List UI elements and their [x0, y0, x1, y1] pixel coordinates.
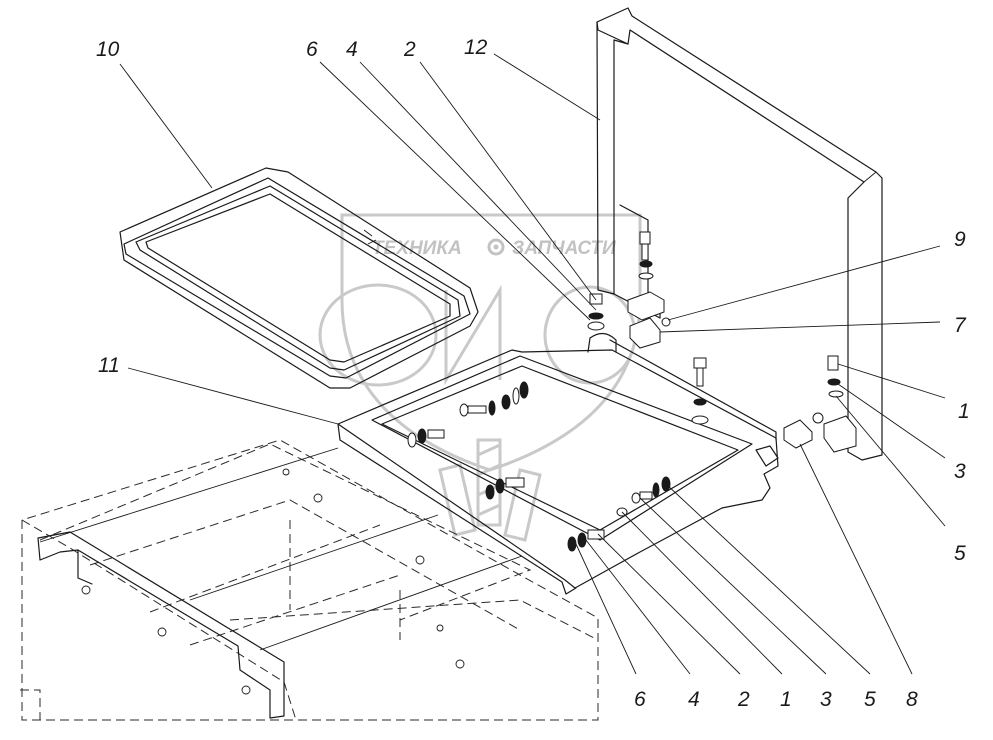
- leader-lines: [39, 53, 946, 675]
- callout-right-9: 9: [954, 228, 966, 251]
- callout-bottom-6: 6: [634, 688, 646, 711]
- callout-top-2: 2: [403, 38, 416, 61]
- gear-icon: [487, 238, 505, 256]
- watermark-right-text: ЗАПЧАСТИ: [512, 238, 616, 259]
- callout-top-12: 12: [464, 36, 488, 59]
- watermark-letter-l: [444, 284, 502, 386]
- callout-bottom-5: 5: [864, 688, 876, 711]
- callout-top-6: 6: [306, 38, 318, 61]
- callout-top-10: 10: [96, 38, 120, 61]
- battery-box-dashed: [20, 439, 599, 721]
- callout-bottom-4: 4: [688, 688, 700, 711]
- callout-right-7: 7: [954, 314, 967, 337]
- watermark-grain-icon: [438, 438, 542, 542]
- callout-right-1: 1: [958, 400, 970, 423]
- part-11-tray: [337, 332, 779, 595]
- callout-right-5: 5: [954, 542, 966, 565]
- callout-right-3: 3: [954, 460, 966, 483]
- callout-bottom-3: 3: [820, 688, 832, 711]
- hardware-fasteners: [407, 231, 857, 552]
- callout-left-11: 11: [98, 354, 120, 377]
- callout-bottom-2: 2: [737, 688, 750, 711]
- callout-bottom-8: 8: [906, 688, 918, 711]
- callout-top-4: 4: [346, 38, 358, 61]
- callout-bottom-1: 1: [780, 688, 792, 711]
- callout-labels: 10 6 4 2 12 9 7 1 3 5 11 6 4 2 1 3 5 8: [96, 36, 970, 711]
- watermark-letter-e: [318, 283, 438, 387]
- part-10-seal-frame: [119, 167, 479, 389]
